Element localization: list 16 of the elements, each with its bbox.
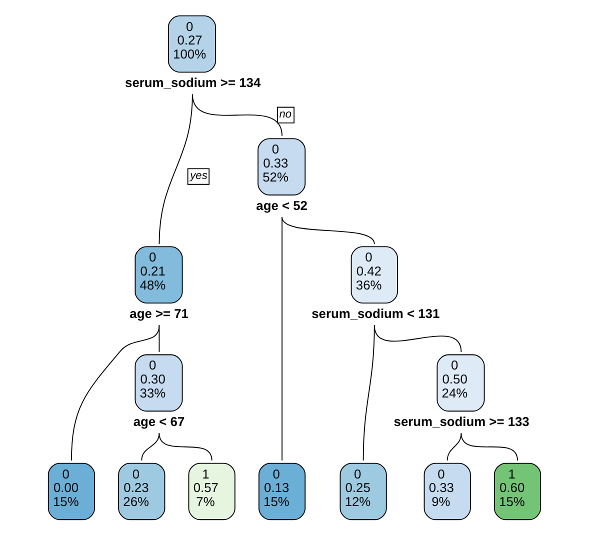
node-label: serum_sodium < 131	[312, 306, 440, 322]
node-label: serum_sodium >= 134	[125, 75, 261, 90]
edge-label: yes	[190, 170, 208, 182]
edge-label: no	[279, 108, 292, 121]
connector	[158, 432, 212, 461]
connector	[141, 432, 160, 461]
connector	[282, 216, 375, 244]
node-label: age < 52	[256, 198, 308, 213]
connector	[460, 432, 518, 461]
node-label: age >= 71	[130, 306, 188, 322]
connector	[71, 324, 160, 461]
connector	[362, 324, 375, 461]
node-label: serum_sodium >= 133	[394, 414, 530, 430]
node-label: age < 67	[133, 414, 185, 430]
connector	[446, 432, 462, 461]
connector	[192, 94, 282, 136]
